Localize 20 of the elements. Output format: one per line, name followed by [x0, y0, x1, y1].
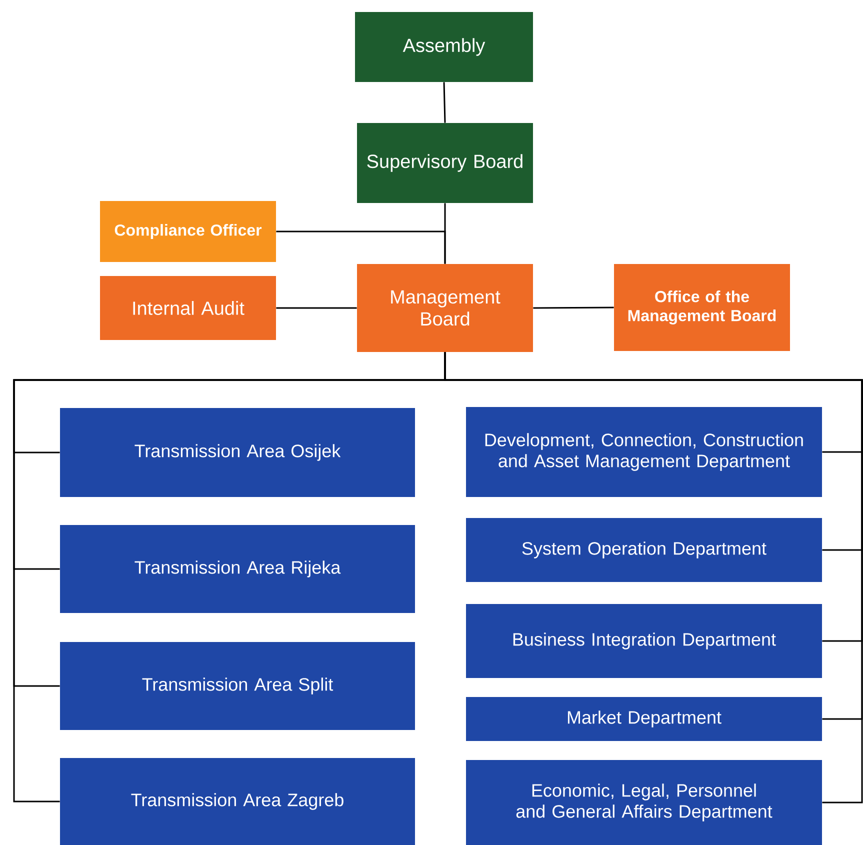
board-box: Assembly — [355, 12, 533, 82]
unit-box: Internal Audit — [100, 276, 276, 340]
area-box: Transmission Area Zagreb — [60, 758, 415, 845]
connector-line — [276, 307, 357, 309]
board-box: Supervisory Board — [357, 123, 533, 203]
office-box: Office of the Management Board — [614, 264, 790, 351]
department-box: Development, Connection, Construction and Asset Management Department — [466, 407, 822, 497]
connector-line — [276, 230, 446, 264]
area-box: Transmission Area Osijek — [60, 408, 415, 497]
connector-line — [533, 306, 614, 309]
department-box: Economic, Legal, Personnel and General Affairs Department — [466, 760, 822, 845]
department-box: Market Department — [466, 697, 822, 741]
department-box: Business Integration Department — [466, 604, 822, 678]
officer-box: Compliance Officer — [100, 201, 276, 262]
area-box: Transmission Area Rijeka — [60, 525, 415, 613]
department-box: System Operation Department — [466, 518, 822, 582]
area-box: Transmission Area Split — [60, 642, 415, 730]
board-box: Management Board — [357, 264, 533, 352]
connector-line — [443, 82, 446, 123]
connector-line — [444, 352, 863, 804]
